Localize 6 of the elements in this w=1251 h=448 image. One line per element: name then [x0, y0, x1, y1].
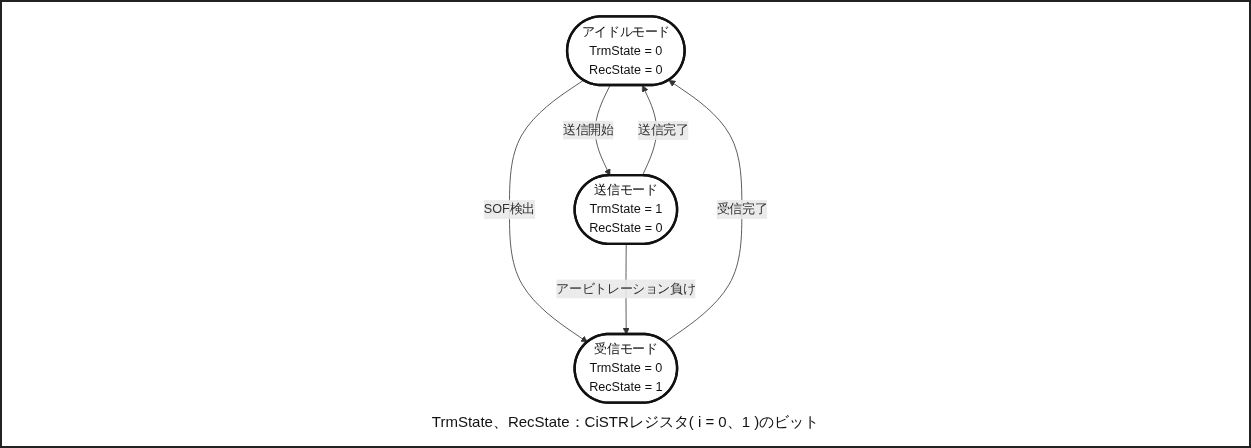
note-text: TrmState、RecState：CiSTRレジスタ( i = 0、1 )のビット [431, 413, 820, 432]
edge-label: 送信開始 [562, 122, 614, 137]
edge-label: 受信完了 [716, 202, 768, 216]
edge-label: SOF検出 [483, 202, 536, 216]
edge-label: アービトレーション負け [556, 281, 696, 296]
edge-label: 送信完了 [637, 123, 689, 137]
